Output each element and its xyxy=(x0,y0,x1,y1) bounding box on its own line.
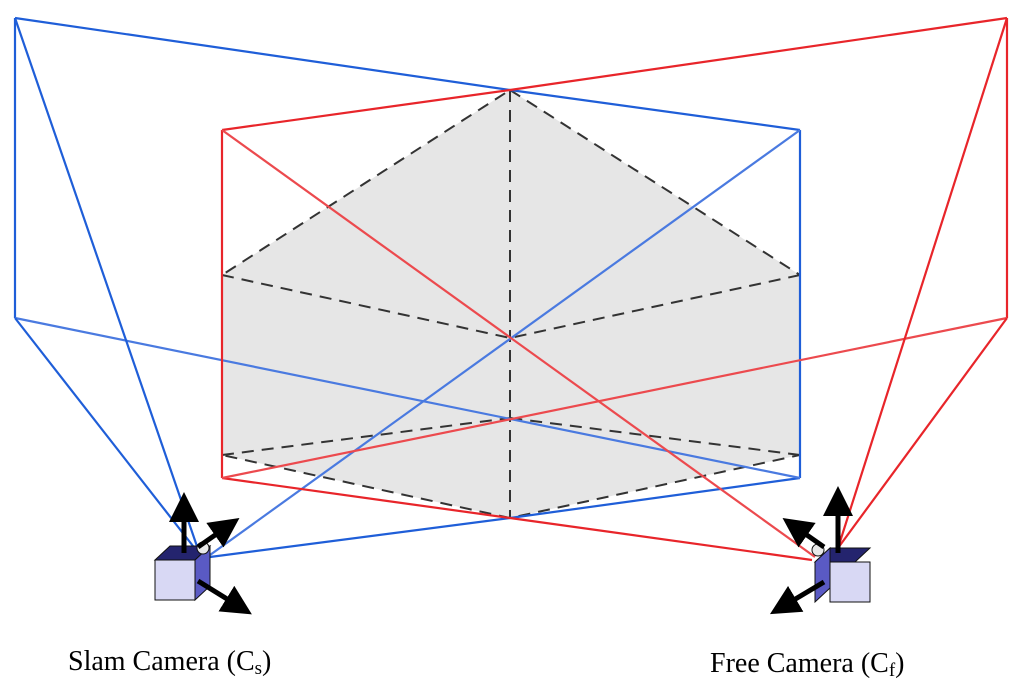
free-far-diagonal xyxy=(221,316,1008,480)
slam-ray-low xyxy=(209,516,511,559)
free-camera-label-close: ) xyxy=(895,648,905,679)
slam-camera-axes xyxy=(169,492,252,615)
free-camera-label: Free Camera (Cf) xyxy=(710,648,905,681)
free-axis-left-arrow xyxy=(769,579,826,615)
slam-camera-icon xyxy=(153,492,252,615)
slam-ray-center xyxy=(209,129,801,556)
slam-camera-label: Slam Camera (Cs) xyxy=(68,646,272,679)
slam-ray-top xyxy=(13,17,202,556)
slam-far-plane-top xyxy=(14,16,511,92)
slam-camera-label-subscript: s xyxy=(254,658,263,679)
slam-camera-label-text: Slam Camera (C xyxy=(68,646,255,677)
slam-ray-bottom xyxy=(14,317,201,556)
free-camera-icon xyxy=(769,486,872,615)
slam-far-plane-bottom xyxy=(509,476,801,520)
free-camera-label-subscript: f xyxy=(888,660,896,681)
slam-camera-front-face xyxy=(154,559,196,601)
slam-axis-right-arrow xyxy=(196,578,252,615)
free-ray-top xyxy=(836,17,1009,549)
free-camera-front-face xyxy=(829,561,871,603)
free-ray-low xyxy=(509,516,813,562)
free-far-plane-bottom xyxy=(221,476,511,520)
free-axis-forward-arrow xyxy=(782,517,826,550)
slam-axis-forward-arrow xyxy=(196,517,240,550)
shared-volume xyxy=(222,90,800,518)
free-camera-frustum xyxy=(220,16,1009,562)
free-camera-axes xyxy=(769,486,853,615)
slam-camera-label-close: ) xyxy=(262,646,272,677)
free-ray-bottom xyxy=(837,317,1008,549)
free-far-plane-top xyxy=(509,16,1008,92)
free-camera-label-text: Free Camera (C xyxy=(710,648,889,679)
free-ray-center xyxy=(221,129,816,558)
